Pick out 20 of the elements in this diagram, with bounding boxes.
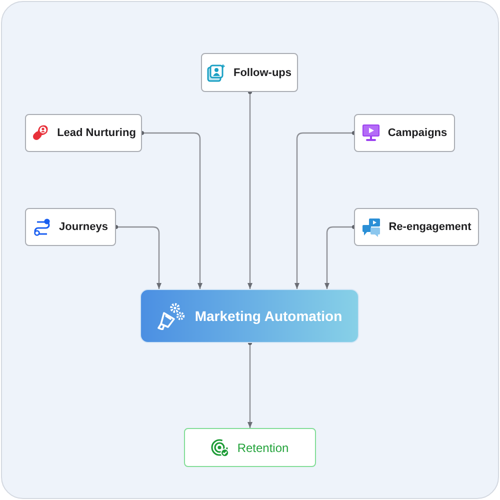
process-box — [354, 208, 479, 246]
process-box — [201, 53, 298, 92]
connector-arrow — [248, 90, 252, 289]
node-label: Lead Nurturing — [57, 127, 136, 139]
process-box — [184, 428, 316, 467]
process-box — [25, 114, 142, 152]
process-box — [25, 208, 116, 246]
node-label: Follow-ups — [233, 66, 292, 78]
process-box — [354, 114, 455, 152]
connector-arrow — [294, 131, 356, 289]
connector-arrow — [114, 225, 162, 289]
node-label: Marketing Automation — [194, 308, 342, 324]
node-label: Journeys — [59, 221, 108, 233]
hub-box — [140, 289, 359, 343]
connector-arrow — [248, 341, 252, 428]
node-label: Retention — [237, 440, 289, 454]
connector-arrow — [324, 225, 356, 289]
node-label: Campaigns — [388, 127, 448, 139]
node-label: Re-engagement — [388, 221, 472, 233]
connector-arrow — [140, 131, 202, 289]
